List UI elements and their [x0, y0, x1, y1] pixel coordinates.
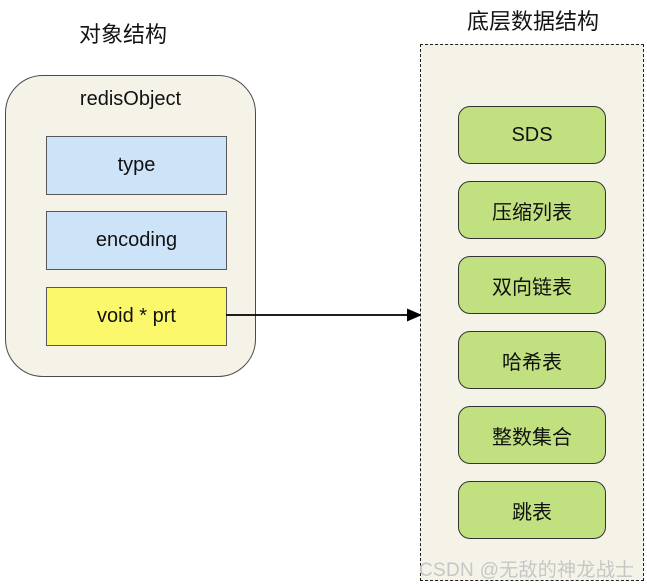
left-section-title: 对象结构: [78, 22, 167, 47]
right-section-title: 底层数据结构: [466, 9, 599, 34]
structure-box-intset: 整数集合: [458, 406, 606, 464]
redis-object-label: redisObject: [79, 88, 182, 110]
underlying-structures-container: SDS 压缩列表 双向链表 哈希表 整数集合 跳表: [420, 44, 644, 581]
pointer-arrow-connector: [226, 308, 422, 322]
redis-object-container: redisObject type encoding void * prt: [5, 75, 256, 377]
field-type: type: [46, 136, 227, 195]
structure-box-sds: SDS: [458, 106, 606, 164]
structure-box-skiplist: 跳表: [458, 481, 606, 539]
structure-box-hashtable: 哈希表: [458, 331, 606, 389]
field-void-ptr: void * prt: [46, 287, 227, 346]
field-encoding: encoding: [46, 211, 227, 270]
structure-box-ziplist: 压缩列表: [458, 181, 606, 239]
structure-box-linkedlist: 双向链表: [458, 256, 606, 314]
csdn-watermark: CSDN @无敌的神龙战士: [419, 560, 635, 581]
